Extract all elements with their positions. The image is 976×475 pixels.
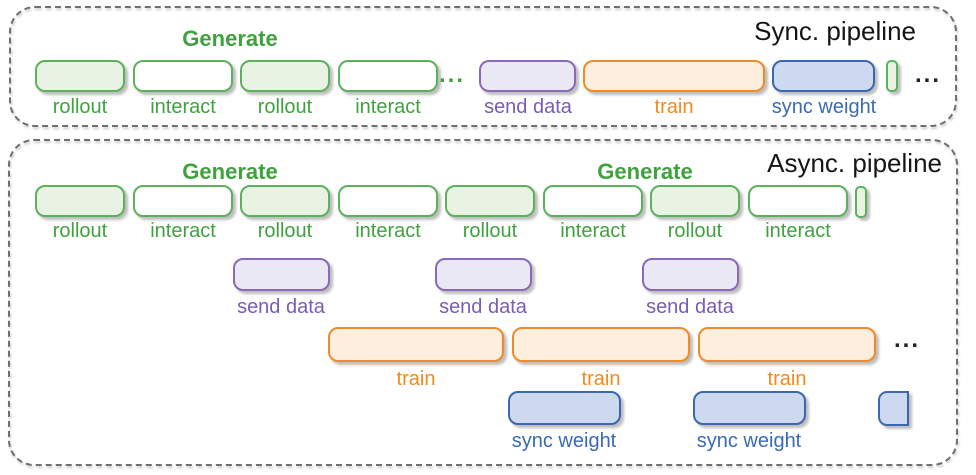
sync-panel-title: Sync. pipeline [754,16,916,46]
train-box [698,327,876,362]
send-data-label: send data [237,296,325,318]
interact-box [133,185,233,217]
send-data-label: send data [484,96,572,118]
rollout-box [240,185,330,217]
train-box [583,60,765,92]
interact-box [133,60,233,92]
continuation-sliver [886,60,898,92]
rollout-box [35,60,125,92]
interact-label: interact [150,220,216,242]
send-data-box [435,258,532,291]
rollout-box [650,185,740,217]
continuation-sliver [855,186,867,218]
sync-pipeline-panel [9,6,957,127]
interact-box [338,60,438,92]
rollout-box [35,185,125,217]
interact-label: interact [765,220,831,242]
async-panel-title: Async. pipeline [767,148,942,178]
sync-weight-box [508,391,621,425]
ellipsis: ... [438,61,465,88]
rollout-label: rollout [667,220,723,242]
interact-label: interact [150,96,216,118]
async-generate-title-2: Generate [597,159,693,184]
ellipsis: ... [914,61,941,88]
train-label: train [581,368,621,390]
send-data-label: send data [646,296,734,318]
train-label: train [396,368,436,390]
interact-label: interact [355,96,421,118]
send-data-box [642,258,739,291]
rollout-label: rollout [257,220,313,242]
interact-box [543,185,643,217]
interact-box [748,185,848,217]
sync-weight-label: sync weight [696,430,802,452]
send-data-box [233,258,330,291]
rollout-label: rollout [52,96,108,118]
train-box [328,327,504,362]
sync-weight-label: sync weight [511,430,617,452]
sync-weight-label: sync weight [771,96,877,118]
rollout-box [240,60,330,92]
async-generate-title-1: Generate [182,159,278,184]
train-label: train [654,96,694,118]
sync-generate-title: Generate [182,26,278,51]
async-pipeline-panel [8,139,958,466]
train-label: train [767,368,807,390]
train-box [512,327,690,362]
rollout-label: rollout [52,220,108,242]
interact-label: interact [355,220,421,242]
send-data-box [479,60,576,92]
sync-weight-partial-box [878,391,909,426]
interact-label: interact [560,220,626,242]
rollout-box [445,185,535,217]
rollout-label: rollout [257,96,313,118]
interact-box [338,185,438,217]
send-data-label: send data [439,296,527,318]
ellipsis: ... [893,326,920,353]
sync-weight-box [693,391,806,425]
rollout-label: rollout [462,220,518,242]
sync-weight-box [772,60,875,92]
